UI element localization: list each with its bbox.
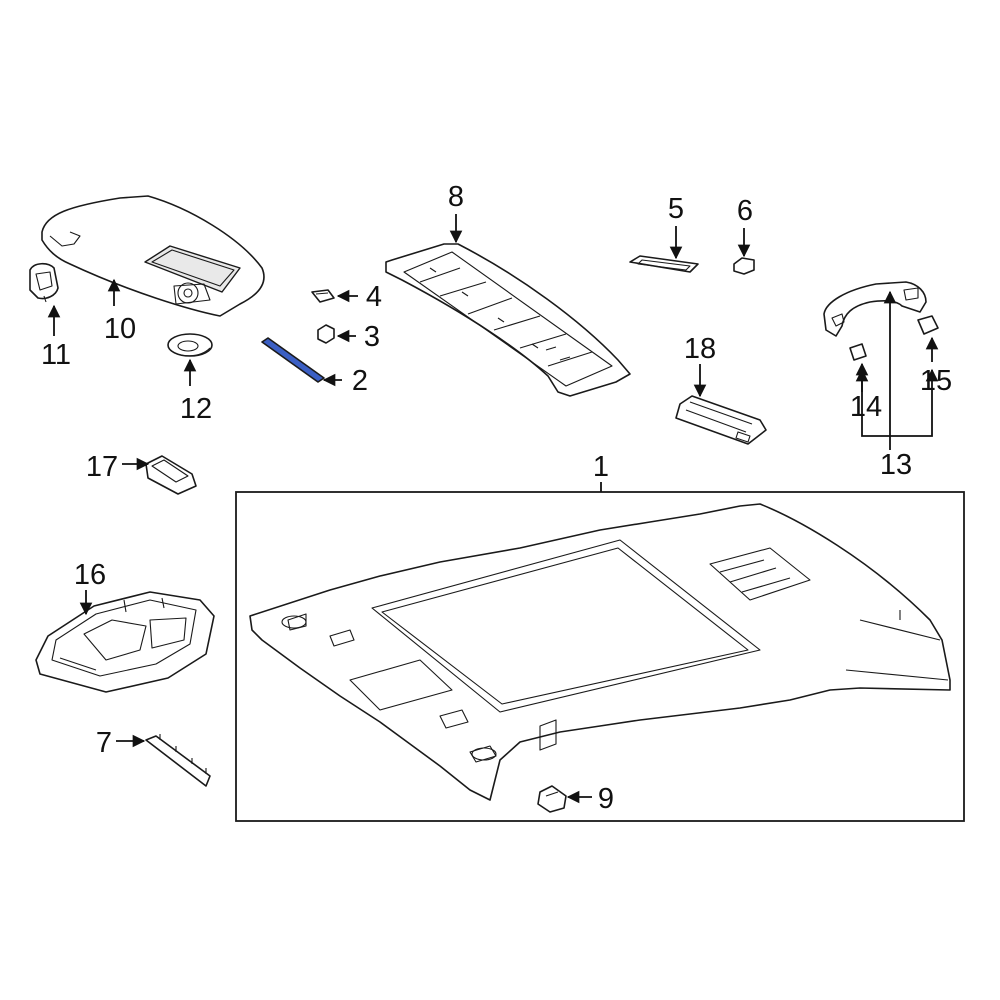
callout-5: 5 [668,193,684,225]
tray-part-5[interactable] [629,255,699,273]
callout-9: 9 [598,783,614,815]
clip-part-4[interactable] [311,289,335,303]
plug-part-3[interactable] [317,324,335,344]
callout-18: 18 [684,333,716,365]
callout-16: 16 [74,559,106,591]
callout-8: 8 [448,181,464,213]
callout-labels: 1 2 3 4 5 6 7 8 9 10 11 12 13 14 15 16 1… [41,181,952,815]
callout-10: 10 [104,313,136,345]
cap-part-15[interactable] [917,315,939,335]
callout-11: 11 [41,339,71,371]
grab-handle-part-13[interactable] [823,281,927,337]
callout-1: 1 [593,451,609,483]
callout-12: 12 [180,393,212,425]
overhead-console-part-16[interactable] [35,591,215,693]
callout-15: 15 [920,365,952,397]
rear-trim-panel-part-8[interactable] [385,243,631,397]
module-part-17[interactable] [145,455,197,495]
callout-17: 17 [86,451,118,483]
sun-visor-part-10[interactable] [41,195,265,317]
cap-part-14[interactable] [849,343,867,361]
headliner-part-1[interactable] [249,503,951,801]
callout-4: 4 [366,281,382,313]
callout-13: 13 [880,449,912,481]
bracket-part-7[interactable] [145,734,211,787]
callout-7: 7 [96,727,112,759]
callout-14: 14 [850,391,882,423]
lamp-module-part-18[interactable] [675,395,767,445]
callout-3: 3 [364,321,380,353]
leader-lines [47,214,939,804]
part-1-frame [235,491,965,822]
clip-part-9[interactable] [537,785,567,813]
visor-clip-part-11[interactable] [29,262,59,303]
trim-strip-part-2[interactable] [261,337,325,383]
callout-2: 2 [352,365,368,397]
visor-cap-part-12[interactable] [167,333,213,357]
callout-6: 6 [737,195,753,227]
cap-part-6[interactable] [733,257,755,275]
